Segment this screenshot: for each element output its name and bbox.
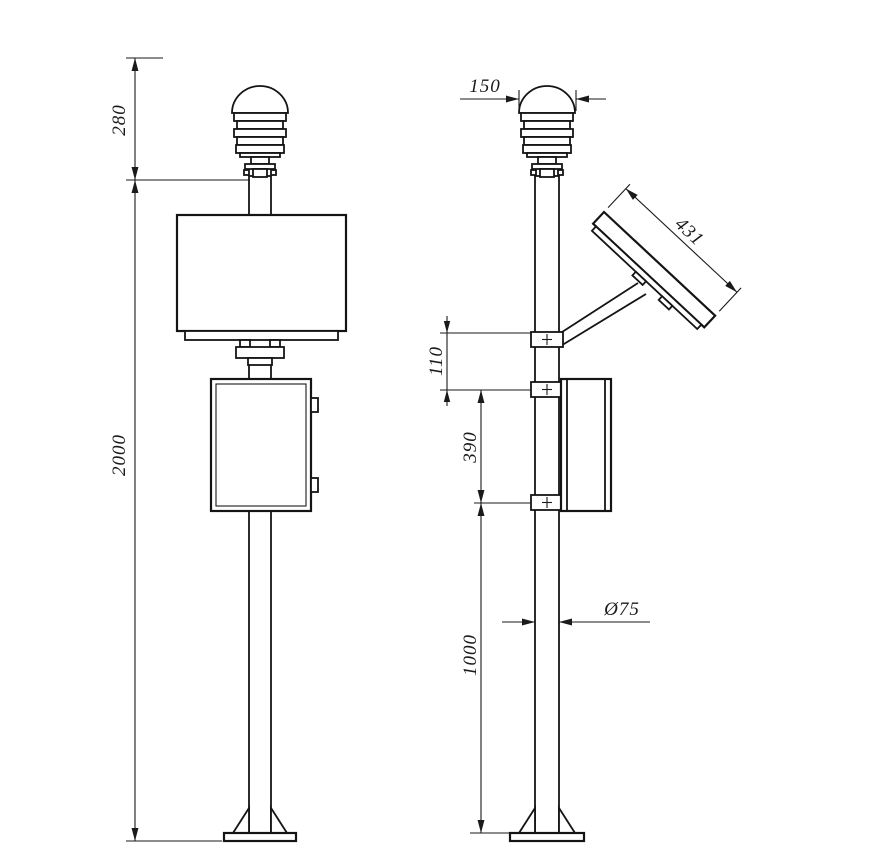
dim-side-sensor-width: 150 <box>460 76 606 111</box>
cabinet-hinge <box>310 477 319 493</box>
dim-2000-label: 2000 <box>109 434 130 476</box>
dim-lower-pole: 1000 <box>460 503 512 834</box>
sensor-neck <box>250 156 270 165</box>
panel-support-arm <box>558 282 647 348</box>
dim-cabinet-span: 390 <box>460 390 531 504</box>
dim-clamp-spacing: 110 <box>426 316 531 406</box>
side-view: 431 <box>426 76 742 843</box>
sensor-dome <box>231 85 289 114</box>
dim-280-label: 280 <box>109 104 130 136</box>
side-base <box>508 804 586 843</box>
solar-panel-assembly: 431 <box>590 183 742 331</box>
front-view: 280 2000 <box>109 57 348 843</box>
dim-front-sensor-height: 280 <box>109 57 250 181</box>
pole-clamps <box>530 331 564 511</box>
front-display-box <box>175 213 348 366</box>
side-base-plate <box>508 831 586 843</box>
sensor-dome <box>518 85 576 114</box>
front-control-cabinet <box>209 377 319 513</box>
sensor-neck <box>537 156 557 165</box>
dim-150-label: 150 <box>469 76 501 97</box>
side-weather-sensor <box>518 85 576 178</box>
front-base <box>222 804 298 843</box>
front-base-plate <box>222 831 298 843</box>
cabinet-hinge <box>310 397 319 413</box>
front-pole-clamp <box>235 346 285 359</box>
dim-431-label: 431 <box>671 214 708 251</box>
side-control-cabinet <box>559 377 613 513</box>
dim-1000-label: 1000 <box>460 634 481 676</box>
dim-diameter-label: Ø75 <box>603 599 640 620</box>
dim-front-total-height: 2000 <box>109 180 222 842</box>
dim-pole-diameter: Ø75 <box>502 599 650 626</box>
dim-390-label: 390 <box>460 431 481 464</box>
dim-110-label: 110 <box>426 346 447 376</box>
front-weather-sensor <box>231 85 289 178</box>
